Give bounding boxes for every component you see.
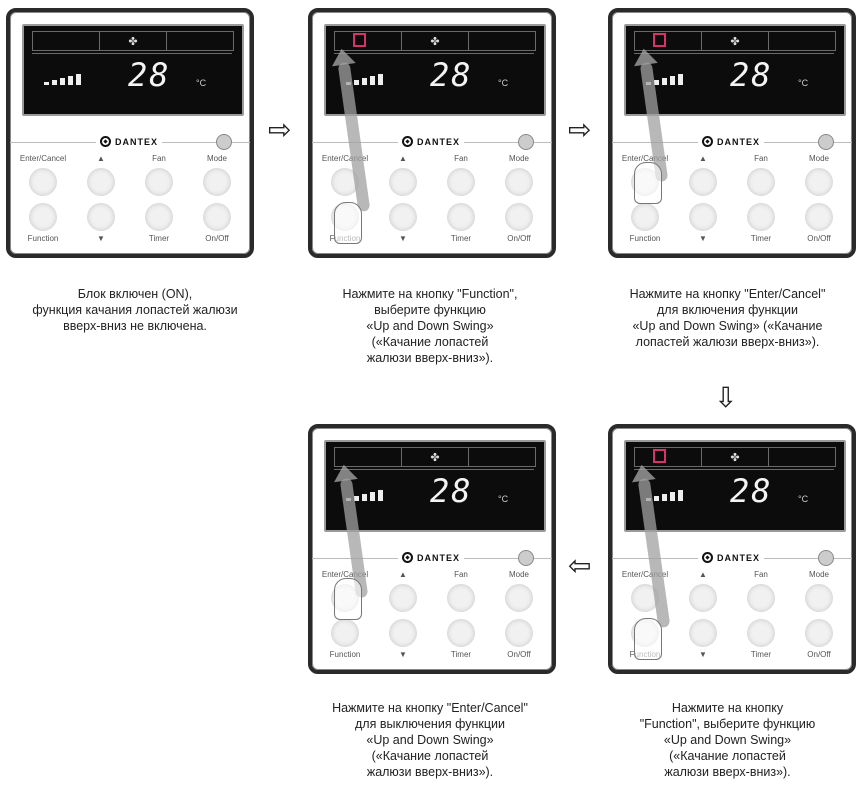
mode-button[interactable]: Mode [190,154,244,199]
finger-press-icon [334,202,362,244]
function-button[interactable]: Function [618,200,672,245]
swing-indicator-icon [653,449,666,463]
indicator-button[interactable] [518,550,534,566]
controller-panel-step5: ✤ 28 °C DANTEX Enter/Cancel ▲ Fan Mode F… [608,424,856,674]
temperature-readout: 28 [430,472,473,510]
swing-indicator-icon [653,33,666,47]
temperature-unit: °C [196,78,207,88]
fan-icon: ✤ [100,32,167,50]
lcd-display: ✤ 28 °C [22,24,244,116]
dantex-logo-icon [402,136,413,147]
function-button[interactable]: Function [318,616,372,661]
temperature-unit: °C [498,494,509,504]
brand-logo: DANTEX [398,136,465,147]
down-button[interactable]: ▼ [376,200,430,245]
brand-logo: DANTEX [96,136,163,147]
brand-logo: DANTEX [698,552,765,563]
fan-button[interactable]: Fan [734,154,788,199]
lcd-display: ✤ 28 °C [624,24,846,116]
arrow-left-icon: ⇦ [568,550,592,581]
indicator-button[interactable] [818,550,834,566]
indicator-button[interactable] [216,134,232,150]
indicator-button[interactable] [818,134,834,150]
lcd-display: ✤ 28 °C [624,440,846,532]
timer-button[interactable]: Timer [434,616,488,661]
fan-button[interactable]: Fan [132,154,186,199]
temperature-unit: °C [798,494,809,504]
fan-speed-bars [44,74,81,85]
on-off-button[interactable]: On/Off [492,200,546,245]
down-button[interactable]: ▼ [676,616,730,661]
fan-button[interactable]: Fan [434,570,488,615]
dantex-logo-icon [702,136,713,147]
arrow-right-icon: ⇨ [568,114,592,145]
enter-cancel-button[interactable]: Enter/Cancel [16,154,70,199]
lcd-display: ✤ 28 °C [324,24,546,116]
dantex-logo-icon [402,552,413,563]
mode-button[interactable]: Mode [492,154,546,199]
function-button[interactable]: Function [16,200,70,245]
down-button[interactable]: ▼ [74,200,128,245]
caption-step4: Нажмите на кнопку "Enter/Cancel"для выкл… [332,701,528,779]
finger-press-icon [634,162,662,204]
on-off-button[interactable]: On/Off [792,200,846,245]
controller-panel-step3: ✤ 28 °C DANTEX Enter/Cancel ▲ Fan Mode F… [608,8,856,258]
swing-indicator-icon [353,33,366,47]
temperature-readout: 28 [730,472,773,510]
down-button[interactable]: ▼ [676,200,730,245]
fan-button[interactable]: Fan [734,570,788,615]
up-button[interactable]: ▲ [376,154,430,199]
up-button[interactable]: ▲ [376,570,430,615]
arrow-right-icon: ⇨ [268,114,292,145]
up-button[interactable]: ▲ [676,570,730,615]
on-off-button[interactable]: On/Off [190,200,244,245]
timer-button[interactable]: Timer [132,200,186,245]
mode-button[interactable]: Mode [792,570,846,615]
finger-press-icon [634,618,662,660]
indicator-button[interactable] [518,134,534,150]
controller-panel-step2: ✤ 28 °C DANTEX Enter/Cancel ▲ Fan Mode F… [308,8,556,258]
mode-button[interactable]: Mode [792,154,846,199]
temperature-unit: °C [798,78,809,88]
fan-icon: ✤ [702,448,769,466]
up-button[interactable]: ▲ [74,154,128,199]
dantex-logo-icon [702,552,713,563]
temperature-unit: °C [498,78,509,88]
up-button[interactable]: ▲ [676,154,730,199]
down-button[interactable]: ▼ [376,616,430,661]
on-off-button[interactable]: On/Off [792,616,846,661]
temperature-readout: 28 [128,56,171,94]
brand-logo: DANTEX [398,552,465,563]
lcd-display: ✤ 28 °C [324,440,546,532]
timer-button[interactable]: Timer [734,200,788,245]
fan-button[interactable]: Fan [434,154,488,199]
caption-step1: Блок включен (ON),функция качания лопаст… [32,287,238,333]
controller-panel-step1: ✤ 28 °C DANTEX Enter/Cancel ▲ Fan Mode F… [6,8,254,258]
caption-step3: Нажмите на кнопку "Enter/Cancel"для вклю… [629,287,826,349]
fan-icon: ✤ [702,32,769,50]
timer-button[interactable]: Timer [434,200,488,245]
on-off-button[interactable]: On/Off [492,616,546,661]
finger-press-icon [334,578,362,620]
fan-icon: ✤ [402,448,469,466]
temperature-readout: 28 [730,56,773,94]
caption-step2: Нажмите на кнопку "Function",выберите фу… [342,287,518,365]
temperature-readout: 28 [430,56,473,94]
controller-panel-step4: ✤ 28 °C DANTEX Enter/Cancel ▲ Fan Mode F… [308,424,556,674]
mode-button[interactable]: Mode [492,570,546,615]
timer-button[interactable]: Timer [734,616,788,661]
caption-step5: Нажмите на кнопку"Function", выберите фу… [639,701,816,779]
dantex-logo-icon [100,136,111,147]
brand-logo: DANTEX [698,136,765,147]
fan-icon: ✤ [402,32,469,50]
arrow-down-icon: ⇩ [714,382,738,413]
